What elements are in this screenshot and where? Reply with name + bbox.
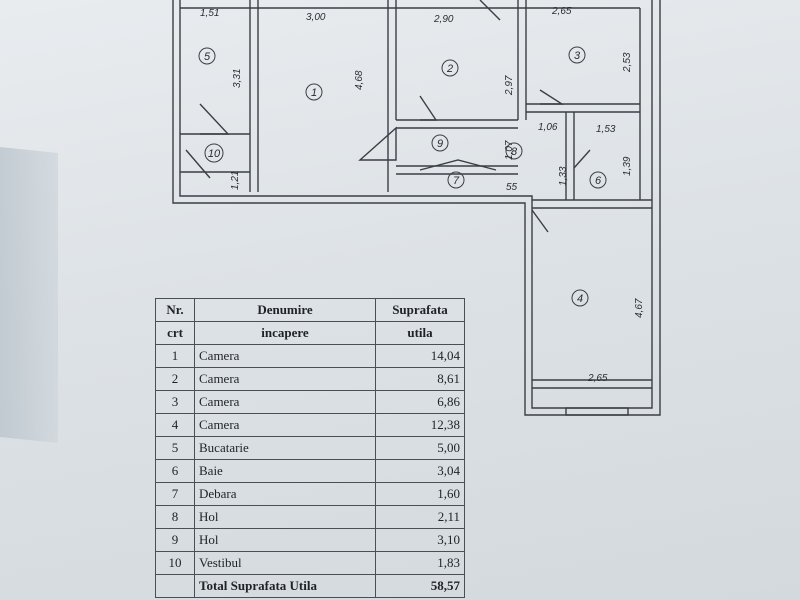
row-name: Camera [194,413,376,437]
header-area: Suprafata [375,298,465,322]
row-name: Hol [194,528,376,552]
total-value: 58,57 [375,574,465,598]
row-nr: 7 [155,482,195,506]
row-nr: 10 [155,551,195,575]
room-5-number: 5 [204,51,211,63]
dim-1-39: 1,39 [622,156,633,176]
room-4-number: 4 [577,293,583,305]
row-area: 1,60 [375,482,465,506]
dim-2-65-top: 2,65 [551,6,572,17]
room-9-number: 9 [437,138,443,150]
dim-1-21: 1,21 [230,171,241,190]
dim-2-53: 2,53 [622,52,633,73]
row-name: Hol [194,505,376,529]
row-area: 8,61 [375,367,465,391]
dim-2-65-bottom: 2,65 [587,373,608,384]
dimension-labels: 1,51 3,00 2,90 2,65 1,53 1,06 2,65 55 3,… [200,6,645,384]
room-8-number: 8 [511,146,518,158]
dim-3-31: 3,31 [232,69,243,88]
dim-2-90: 2,90 [433,14,454,25]
dim-1-33: 1,33 [558,166,569,186]
dim-4-68: 4,68 [354,70,365,90]
area-table: Nr. Denumire Suprafata crt incapere util… [155,298,465,598]
room-numbers: 1 2 3 4 5 6 7 8 9 10 [204,50,602,305]
row-nr: 9 [155,528,195,552]
row-area: 14,04 [375,344,465,368]
room-2-number: 2 [446,63,453,75]
dim-3-00: 3,00 [306,12,326,23]
row-name: Baie [194,459,376,483]
table-total-row: Total Suprafata Utila 58,57 [155,574,465,598]
table-row: 8 Hol 2,11 [155,505,465,529]
total-label: Total Suprafata Utila [194,574,376,598]
row-area: 5,00 [375,436,465,460]
row-name: Vestibul [194,551,376,575]
row-nr: 8 [155,505,195,529]
dim-1-51: 1,51 [200,8,219,19]
dim-2-97: 2,97 [504,75,515,96]
dim-1-06: 1,06 [538,122,558,133]
dim-4-67: 4,67 [634,298,645,318]
room-6-number: 6 [595,175,602,187]
room-10-number: 10 [208,148,221,160]
table-row: 2 Camera 8,61 [155,367,465,391]
table-row: 4 Camera 12,38 [155,413,465,437]
room-7-number: 7 [453,175,460,187]
row-area: 3,10 [375,528,465,552]
table-row: 3 Camera 6,86 [155,390,465,414]
row-nr: 1 [155,344,195,368]
room-1-number: 1 [311,87,317,99]
header-nr: Nr. [155,298,195,322]
row-name: Bucatarie [194,436,376,460]
row-nr: 4 [155,413,195,437]
row-area: 6,86 [375,390,465,414]
row-name: Debara [194,482,376,506]
row-nr: 2 [155,367,195,391]
dim-1-53: 1,53 [596,124,616,135]
room-3-number: 3 [574,50,581,62]
row-nr: 6 [155,459,195,483]
room-markers [198,46,607,307]
table-header-row-1: Nr. Denumire Suprafata [155,298,465,322]
row-area: 1,83 [375,551,465,575]
header-crt: crt [155,321,195,345]
table-row: 10 Vestibul 1,83 [155,551,465,575]
row-name: Camera [194,344,376,368]
table-row: 7 Debara 1,60 [155,482,465,506]
header-name: Denumire [194,298,376,322]
table-row: 1 Camera 14,04 [155,344,465,368]
row-area: 3,04 [375,459,465,483]
table-row: 9 Hol 3,10 [155,528,465,552]
table-row: 6 Baie 3,04 [155,459,465,483]
row-nr: 5 [155,436,195,460]
header-utila: utila [375,321,465,345]
dim-55: 55 [506,182,518,193]
table-header-row-2: crt incapere utila [155,321,465,345]
total-nr [155,574,195,598]
row-name: Camera [194,390,376,414]
row-area: 12,38 [375,413,465,437]
row-name: Camera [194,367,376,391]
dim-1-07: 1,07 [504,140,515,160]
row-area: 2,11 [375,505,465,529]
row-nr: 3 [155,390,195,414]
plan-walls [172,0,661,416]
header-incapere: incapere [194,321,376,345]
table-row: 5 Bucatarie 5,00 [155,436,465,460]
